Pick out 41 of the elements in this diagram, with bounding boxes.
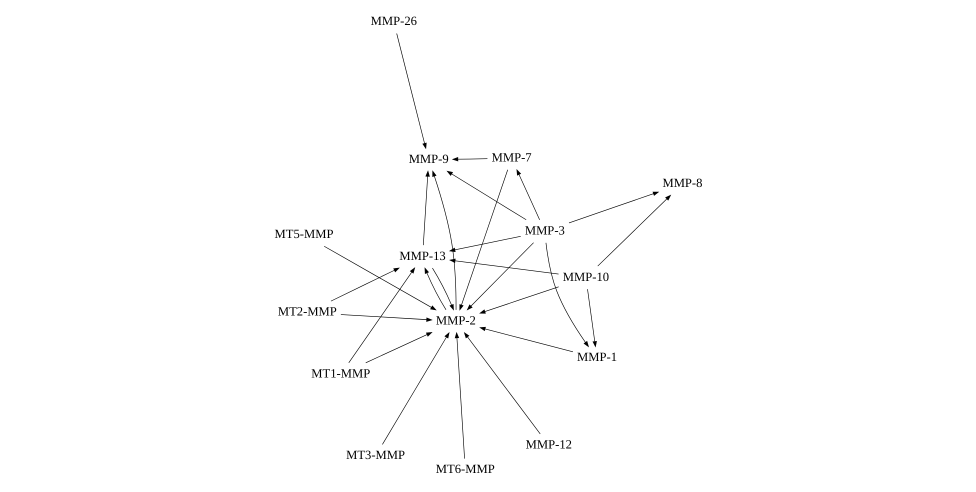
node-text: MMP-8 <box>662 176 702 190</box>
arrow <box>432 268 454 311</box>
arrow <box>451 157 488 162</box>
arrow <box>568 192 659 224</box>
arrow <box>323 246 436 310</box>
node-text: MMP-2 <box>435 314 476 328</box>
arrow <box>545 242 588 348</box>
node-text: MMP-26 <box>370 14 416 28</box>
arrow <box>422 170 430 246</box>
node-text: MT5-MMP <box>274 226 333 241</box>
arrow <box>516 168 540 220</box>
arrow <box>463 332 540 434</box>
arrow <box>432 170 456 310</box>
arrow <box>364 332 432 364</box>
node-text: MT3-MMP <box>346 448 405 462</box>
node-text: MT1-MMP <box>310 366 370 380</box>
node-text: MMP-10 <box>562 270 609 284</box>
arrow <box>396 33 426 150</box>
arrow <box>478 326 573 352</box>
arrow <box>348 267 415 364</box>
arrow <box>458 169 508 311</box>
node-text: MMP-1 <box>576 350 617 364</box>
node-text: MMP-3 <box>524 223 564 238</box>
arrow <box>454 332 464 459</box>
arrow <box>448 258 558 274</box>
arrow <box>448 236 521 252</box>
arrow <box>340 314 432 322</box>
arrow <box>330 268 400 302</box>
node-text: MMP-13 <box>398 248 446 263</box>
node-text: MT6-MMP <box>435 462 494 476</box>
arrow <box>466 242 534 310</box>
node-text: MMP-7 <box>491 150 532 164</box>
node-text: MT2-MMP <box>277 304 336 319</box>
arrow <box>586 288 596 348</box>
arrow <box>446 170 526 220</box>
arrow <box>424 267 446 310</box>
node-text: MMP-12 <box>525 438 572 452</box>
arrow <box>382 332 450 445</box>
arrow <box>596 194 671 266</box>
node-text: MMP-9 <box>408 152 448 166</box>
arrow <box>478 286 558 314</box>
